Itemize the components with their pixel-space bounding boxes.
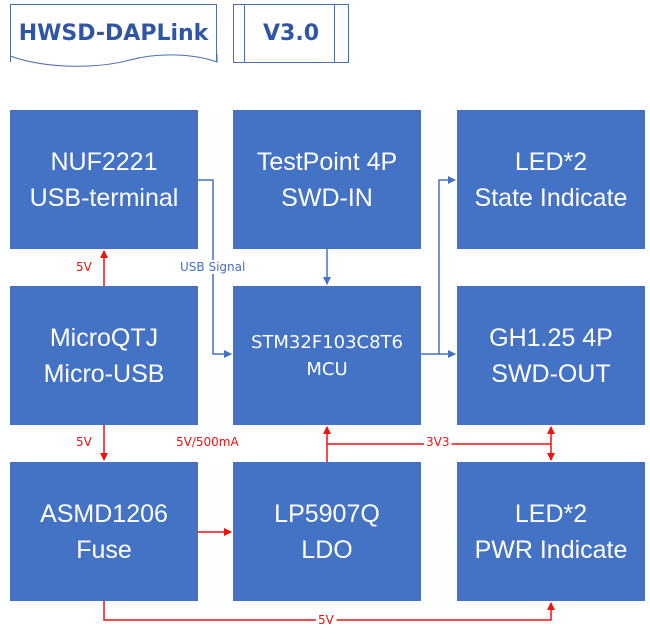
version-box-divider <box>244 5 245 62</box>
block-subtitle: SWD-OUT <box>491 359 611 388</box>
block-microqtj: MicroQTJ Micro-USB <box>10 286 198 425</box>
block-title: ASMD1206 <box>40 499 168 528</box>
3v3-label: 3V3 <box>426 435 449 449</box>
block-subtitle: SWD-IN <box>281 183 373 212</box>
block-subtitle: State Indicate <box>474 183 628 212</box>
label-backing <box>178 260 248 274</box>
version-label: V3.0 <box>263 21 319 46</box>
block-title: TestPoint 4P <box>256 147 398 176</box>
block-subtitle: Fuse <box>76 535 132 564</box>
5v-bottom-label: 5V <box>318 613 335 627</box>
block-title: NUF2221 <box>50 147 158 176</box>
label-backing <box>74 260 95 274</box>
block-subtitle: LDO <box>301 535 353 564</box>
block-title: LP5907Q <box>274 499 380 528</box>
version-box-divider <box>334 5 335 62</box>
block-subtitle: USB-terminal <box>29 183 179 212</box>
block-title: GH1.25 4P <box>489 323 613 352</box>
diagram-title: HWSD-DAPLink <box>18 21 209 46</box>
block-led-state: LED*2 State Indicate <box>457 110 645 249</box>
label-backing <box>424 435 452 449</box>
usb-signal-label: USB Signal <box>180 260 245 274</box>
block-asmd1206: ASMD1206 Fuse <box>10 462 198 601</box>
block-gh125: GH1.25 4P SWD-OUT <box>457 286 645 425</box>
block-title: MicroQTJ <box>49 323 159 352</box>
label-backing <box>316 613 337 627</box>
5v-lower-label: 5V <box>76 435 93 449</box>
block-lp5907q: LP5907Q LDO <box>233 462 421 601</box>
block-title: LED*2 <box>514 499 588 528</box>
label-backing <box>174 435 242 449</box>
block-title: LED*2 <box>514 147 588 176</box>
block-title: STM32F103C8T6 <box>250 331 404 353</box>
label-backing <box>74 435 95 449</box>
block-subtitle: PWR Indicate <box>474 535 628 564</box>
block-subtitle: MCU <box>306 358 348 380</box>
banner-wave <box>9 54 218 67</box>
block-led-pwr: LED*2 PWR Indicate <box>457 462 645 601</box>
title-banner: HWSD-DAPLink <box>9 4 218 67</box>
5v-500ma-label: 5V/500mA <box>176 435 239 449</box>
block-nuf2221: NUF2221 USB-terminal <box>10 110 198 249</box>
mcu-to-led-state-wire <box>438 176 456 354</box>
version-box: V3.0 <box>233 4 349 63</box>
block-subtitle: Micro-USB <box>43 359 165 388</box>
5v-upper-label: 5V <box>76 260 93 274</box>
block-testpoint: TestPoint 4P SWD-IN <box>233 110 421 249</box>
block-mcu: STM32F103C8T6 MCU <box>233 286 421 425</box>
